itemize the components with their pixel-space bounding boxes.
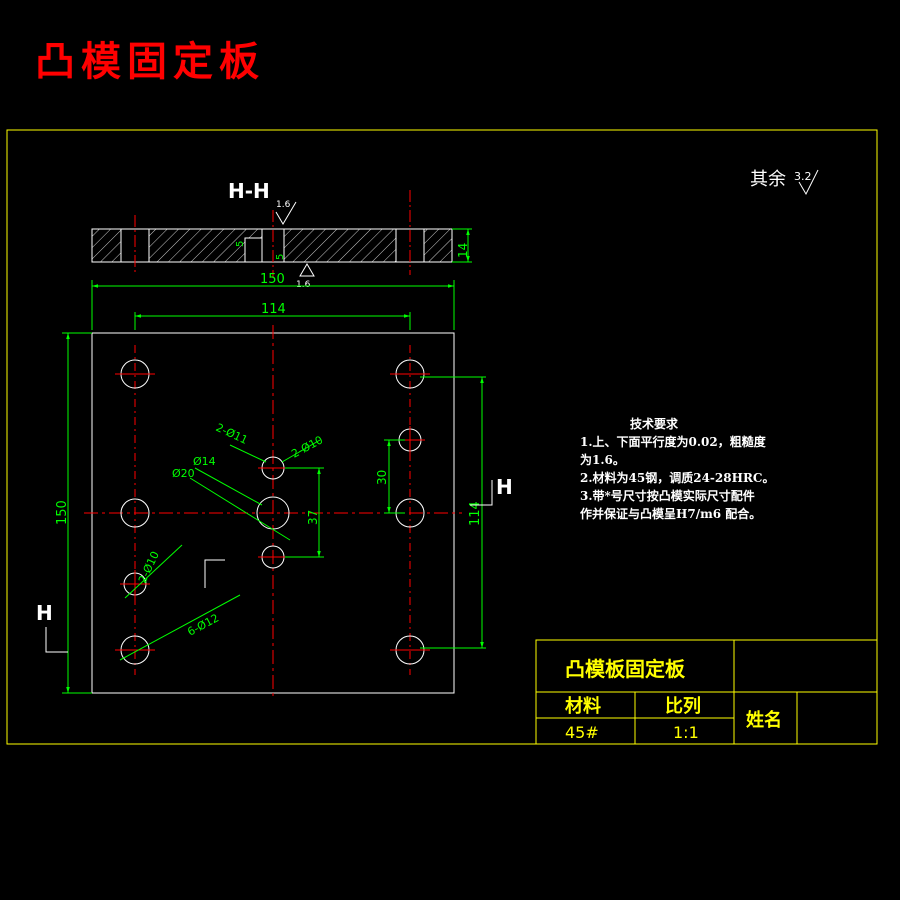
surface-roughness-note: 其余 3.2 xyxy=(750,169,819,196)
tech-requirements: 技术要求 1.上、下面平行度为0.02，粗糙度 为1.6。 2.材料为45钢，调… xyxy=(580,416,774,521)
tech-req-line: 3.带*号尺寸按凸模实际尺寸配件 xyxy=(580,488,755,503)
drawing-frame xyxy=(6,129,878,745)
surface-note-label: 其余 xyxy=(750,169,786,190)
dim-step-a: 5 xyxy=(235,241,246,247)
drawing-heading: 凸模固定板 xyxy=(35,38,265,85)
title-material-value: 45# xyxy=(565,723,599,742)
section-view: 1.6 1.6 14 5 5 xyxy=(91,190,472,290)
hole xyxy=(120,498,150,528)
title-material-label: 材料 xyxy=(565,695,601,717)
roughness-symbol-icon xyxy=(798,169,819,196)
roughness-bottom: 1.6 xyxy=(296,280,311,290)
dim-37: 37 xyxy=(306,510,320,525)
title-scale-label: 比列 xyxy=(665,696,701,717)
roughness-top: 1.6 xyxy=(276,200,291,210)
title-name-label: 姓名 xyxy=(746,709,782,731)
label-d20: Ø20 xyxy=(172,467,195,480)
label-2-d11: 2-Ø11 xyxy=(214,421,250,447)
surface-note-value: 3.2 xyxy=(794,170,812,183)
section-label: H-H xyxy=(228,179,270,203)
section-marker-left-label: H xyxy=(36,601,53,625)
tech-req-line: 2.材料为45钢，调质24-28HRC。 xyxy=(580,470,774,485)
label-d14: Ø14 xyxy=(193,455,216,468)
label-2-d10: 2-Ø10 xyxy=(289,433,325,460)
section-step xyxy=(244,237,263,263)
tech-req-line: 作并保证与凸模呈H7/m6 配合。 xyxy=(580,506,761,521)
title-part-name: 凸模板固定板 xyxy=(565,657,686,681)
dim-width-114: 114 xyxy=(261,302,286,317)
plan-view: 2-Ø11 2-Ø10 Ø14 Ø20 2-Ø10 6-Ø12 30 37 15… xyxy=(55,325,486,700)
corner-mark xyxy=(204,559,225,588)
roughness-top-icon xyxy=(275,201,297,225)
title-scale-value: 1:1 xyxy=(673,723,699,742)
dim-30: 30 xyxy=(375,470,389,485)
section-marker-right: H xyxy=(470,475,513,506)
roughness-bottom-icon xyxy=(299,263,315,277)
tech-req-line: 为1.6。 xyxy=(580,452,625,467)
section-marker-left: H xyxy=(36,601,68,653)
dim-height-114: 114 xyxy=(468,501,483,526)
dim-widths: 150 114 xyxy=(91,272,455,330)
dim-thickness: 14 xyxy=(456,243,470,258)
title-block: 凸模板固定板 材料 比列 姓名 45# 1:1 xyxy=(535,639,878,745)
section-marker-right-label: H xyxy=(496,475,513,499)
dim-width-150: 150 xyxy=(260,272,285,287)
dim-height-150: 150 xyxy=(55,500,70,525)
dim-step-b: 5 xyxy=(275,254,286,260)
tech-req-title: 技术要求 xyxy=(630,416,679,431)
tech-req-line: 1.上、下面平行度为0.02，粗糙度 xyxy=(580,434,767,449)
